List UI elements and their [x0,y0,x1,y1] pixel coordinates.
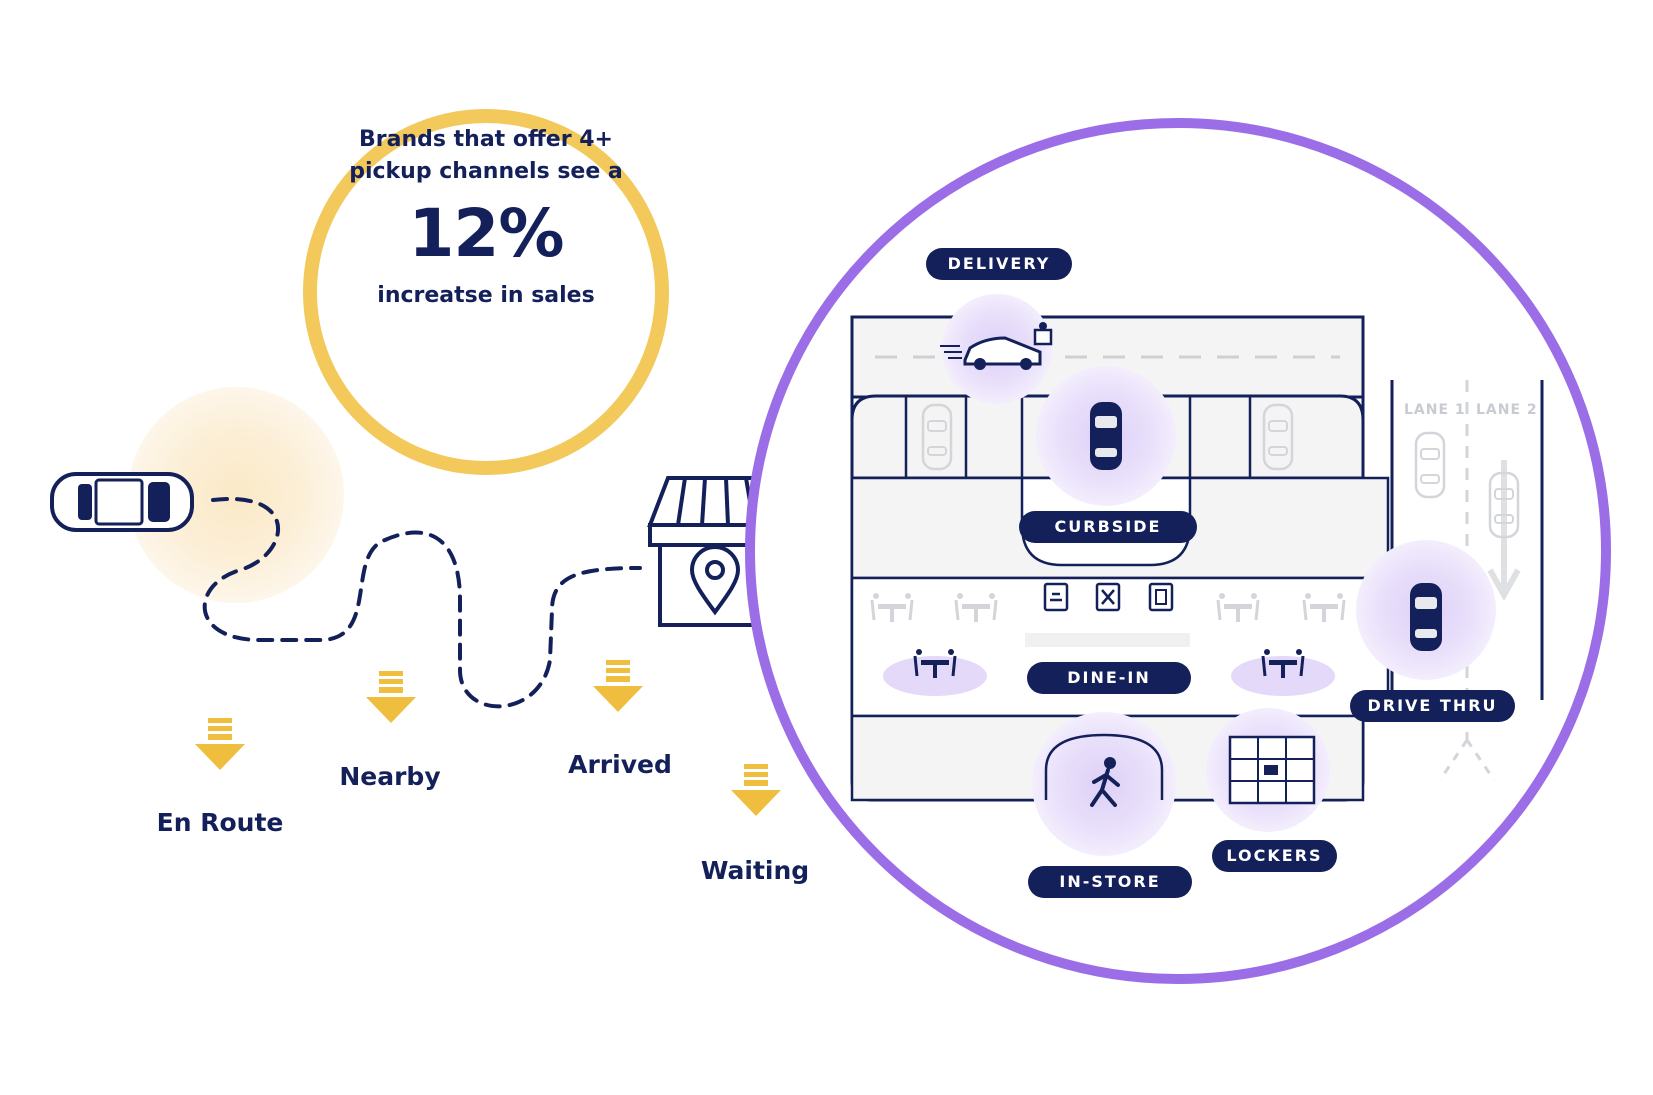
stat-line-2: pickup channels see a [349,159,623,184]
lane-1-label: LANE 1 [1404,402,1466,418]
dine-in-pill: DINE-IN [1027,662,1191,694]
stat-callout: Brands that offer 4+ pickup channels see… [326,124,646,312]
car-icon [50,472,194,532]
arrow-down-icon [195,718,245,770]
lockers-pill: LOCKERS [1212,840,1337,872]
drive-thru-pill: DRIVE THRU [1350,690,1515,722]
car-glow [128,387,344,603]
in-store-walker-icon [1044,733,1164,807]
stat-line-1: Brands that offer 4+ [359,127,613,152]
arrow-down-icon [593,660,643,712]
arrow-down-icon [366,671,416,723]
lane-2-label: LANE 2 [1476,402,1538,418]
curbside-car-icon [1090,402,1122,470]
journey-path [202,496,642,709]
arrow-down-icon [731,764,781,816]
stat-circle [303,109,669,475]
stat-line-3: increatse in sales [377,283,595,308]
stage-nearby: Nearby [339,762,441,791]
in-store-pill: IN-STORE [1028,866,1192,898]
drive-thru-car-icon [1410,583,1442,651]
stat-value: 12% [408,195,565,272]
stage-en-route: En Route [156,808,284,837]
lockers-icon [1228,735,1316,805]
stage-waiting: Waiting [700,856,810,885]
menu-icons [1043,582,1174,612]
delivery-pill: DELIVERY [926,248,1072,280]
delivery-car-icon [940,322,1053,370]
stage-arrived: Arrived [568,750,672,779]
curbside-pill: CURBSIDE [1019,511,1197,543]
